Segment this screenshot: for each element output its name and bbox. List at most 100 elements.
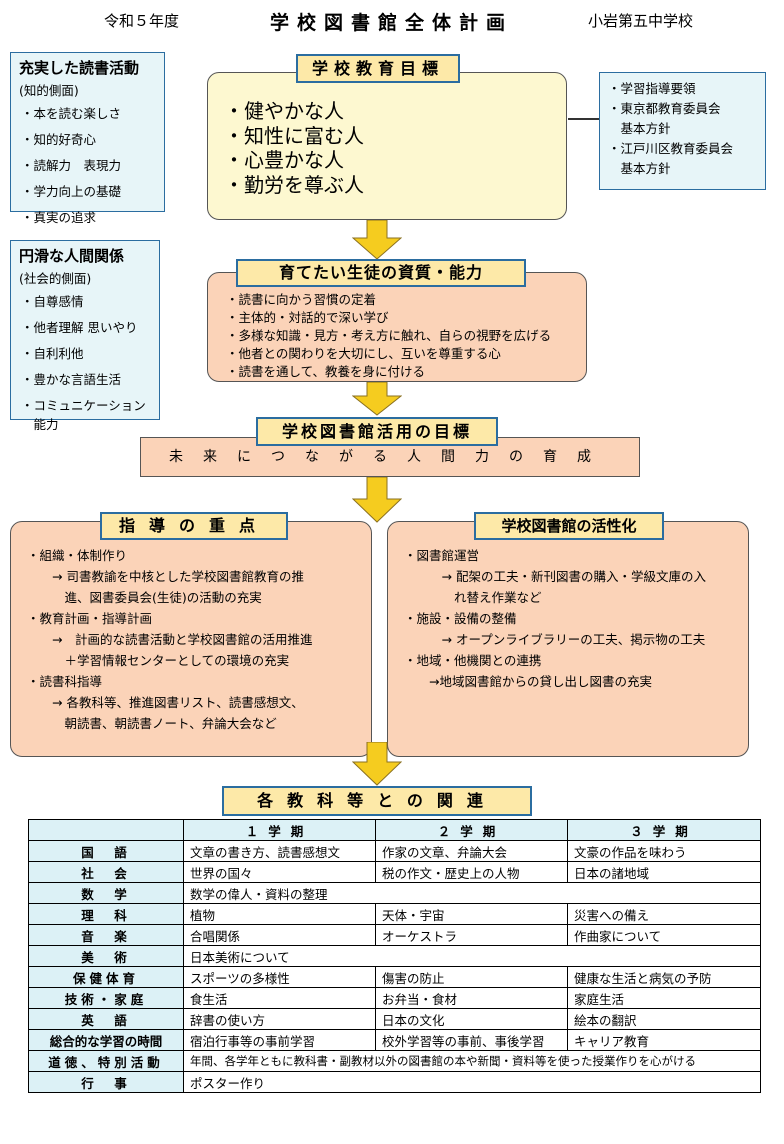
table-cell: スポーツの多様性 <box>183 966 376 988</box>
guidance-box: ・組織・体制作り → 司書教諭を中核とした学校図書館教育の推 進、図書委員会(生… <box>10 521 372 757</box>
table-cell: お弁当・食材 <box>375 987 568 1009</box>
table-cell: 健康な生活と病気の予防 <box>567 966 761 988</box>
list-item: ・読解力 表現力 <box>21 158 122 173</box>
table-cell: 家庭生活 <box>567 987 761 1009</box>
table-cell: 日本の諸地域 <box>567 861 761 883</box>
table-cell: 植物 <box>183 903 376 925</box>
guidance-line: → 司書教諭を中核とした学校図書館教育の推 <box>27 569 304 584</box>
table-corner <box>28 819 184 841</box>
table-row: 国 語文章の書き方、読書感想文作家の文章、弁論大会文豪の作品を味わう <box>28 840 761 862</box>
activation-label: 学校図書館の活性化 <box>474 512 664 540</box>
list-item: ・自尊感情 <box>21 294 84 309</box>
list-item: ・多様な知識・見方・考え方に触れ、自らの視野を広げる <box>226 328 552 343</box>
subject-cell: 国 語 <box>28 840 184 862</box>
table-cell: 宿泊行事等の事前学習 <box>183 1029 376 1051</box>
term-header: ３学期 <box>567 819 761 841</box>
guidance-line: → 計画的な読書活動と学校図書館の活用推進 <box>27 632 313 647</box>
relationships-title: 円滑な人間関係 <box>19 247 125 265</box>
guidance-line: ＋学習情報センターとしての環境の充実 <box>27 653 290 668</box>
list-item: ・読書を通して、教養を身に付ける <box>226 364 426 379</box>
list-item: ・本を読む楽しさ <box>21 106 122 121</box>
table-row: 道徳、特別活動年間、各学年ともに教科書・副教材以外の図書館の本や新聞・資料等を使… <box>28 1050 761 1072</box>
subject-cell: 総合的な学習の時間 <box>28 1029 184 1051</box>
library-goal-label: 学校図書館活用の目標 <box>256 417 498 446</box>
activation-line: ・図書館運営 <box>404 548 480 563</box>
relationships-box: 円滑な人間関係 (社会的側面) ・自尊感情 ・他者理解 思いやり ・自利利他 ・… <box>10 240 160 432</box>
table-row: 行 事ポスター作り <box>28 1071 761 1093</box>
table-cell: 災害への備え <box>567 903 761 925</box>
relationships-subtitle: (社会的側面) <box>19 271 92 286</box>
guidance-line: 朝読書、朝読書ノート、弁論大会など <box>27 716 277 731</box>
guidance-line: → 各教科等、推進図書リスト、読書感想文、 <box>27 695 304 710</box>
list-item: ・真実の追求 <box>21 210 97 225</box>
list-item: ・知的好奇心 <box>21 132 97 147</box>
list-item: 能力 <box>21 417 59 432</box>
subject-cell: 技術・家庭 <box>28 987 184 1009</box>
table-cell: 文豪の作品を味わう <box>567 840 761 862</box>
down-arrow-icon <box>352 477 402 523</box>
guidance-label: 指導の重点 <box>100 512 288 540</box>
down-arrow-icon <box>352 220 402 260</box>
table-cell: 校外学習等の事前、事後学習 <box>375 1029 568 1051</box>
table-row: 保健体育スポーツの多様性傷害の防止健康な生活と病気の予防 <box>28 966 761 988</box>
relations-label: 各教科等との関連 <box>222 786 532 816</box>
list-item: ・他者との関わりを大切にし、互いを尊重する心 <box>226 346 501 361</box>
qualities-label: 育てたい生徒の資質・能力 <box>236 259 526 287</box>
list-item: ・学習指導要領 <box>608 81 696 96</box>
table-row: 技術・家庭食生活お弁当・食材家庭生活 <box>28 987 761 1009</box>
table-cell: 世界の国々 <box>183 861 376 883</box>
subject-cell: 保健体育 <box>28 966 184 988</box>
table-cell: 年間、各学年ともに教科書・副教材以外の図書館の本や新聞・資料等を使った授業作りを… <box>183 1050 761 1072</box>
list-item: ・コミュニケーション <box>21 398 146 413</box>
term-header: ２学期 <box>375 819 568 841</box>
table-cell: 絵本の翻訳 <box>567 1008 761 1030</box>
activation-line: ・地域・他機関との連携 <box>404 653 542 668</box>
list-item: ・学力向上の基礎 <box>21 184 122 199</box>
list-item: ・東京都教育委員会 <box>608 101 721 116</box>
table-cell: 傷害の防止 <box>375 966 568 988</box>
guidance-line: ・読書科指導 <box>27 674 103 689</box>
table-cell: 合唱関係 <box>183 924 376 946</box>
list-item: ・自利利他 <box>21 346 84 361</box>
subject-cell: 社 会 <box>28 861 184 883</box>
guidance-line: ・教育計画・指導計画 <box>27 611 153 626</box>
list-item: ・知性に富む人 <box>224 123 364 148</box>
list-item: ・勤労を尊ぶ人 <box>224 172 364 197</box>
guidance-line: ・組織・体制作り <box>27 548 128 563</box>
year-label: 令和５年度 <box>104 12 180 30</box>
qualities-list: ・読書に向かう習慣の定着 ・主体的・対話的で深い学び ・多様な知識・見方・考え方… <box>226 291 586 381</box>
table-cell: 天体・宇宙 <box>375 903 568 925</box>
policy-list: ・学習指導要領 ・東京都教育委員会 基本方針 ・江戸川区教育委員会 基本方針 <box>608 79 757 179</box>
policy-box: ・学習指導要領 ・東京都教育委員会 基本方針 ・江戸川区教育委員会 基本方針 <box>599 72 766 190</box>
guidance-line: 進、図書委員会(生徒)の活動の充実 <box>27 590 262 605</box>
reading-activity-list: ・本を読む楽しさ ・知的好奇心 ・読解力 表現力 ・学力向上の基礎 ・真実の追求 <box>19 103 156 226</box>
school-goal-box: ・健やかな人 ・知性に富む人 ・心豊かな人 ・勤労を尊ぶ人 <box>207 72 567 220</box>
table-cell: ポスター作り <box>183 1071 761 1093</box>
list-item: ・江戸川区教育委員会 <box>608 141 734 156</box>
table-cell: 税の作文・歴史上の人物 <box>375 861 568 883</box>
reading-activity-title: 充実した読書活動 <box>19 59 140 77</box>
list-item: ・豊かな言語生活 <box>21 372 122 387</box>
activation-line: れ替え作業など <box>404 590 542 605</box>
list-item: ・他者理解 思いやり <box>21 320 138 335</box>
subject-cell: 数 学 <box>28 882 184 904</box>
relations-table-body: 国 語文章の書き方、読書感想文作家の文章、弁論大会文豪の作品を味わう社 会世界の… <box>28 840 761 1093</box>
school-goal-label: 学校教育目標 <box>296 54 460 83</box>
relationships-list: ・自尊感情 ・他者理解 思いやり ・自利利他 ・豊かな言語生活 ・コミュニケーシ… <box>19 291 151 433</box>
table-cell: 食生活 <box>183 987 376 1009</box>
table-header-row: １学期 ２学期 ３学期 <box>28 819 761 841</box>
subject-cell: 道徳、特別活動 <box>28 1050 184 1072</box>
relations-table: １学期 ２学期 ３学期 国 語文章の書き方、読書感想文作家の文章、弁論大会文豪の… <box>28 819 761 1093</box>
library-goal-box: 未来につながる人間力の育成 <box>140 437 640 477</box>
down-arrow-icon <box>352 382 402 416</box>
list-item: 基本方針 <box>608 121 671 136</box>
table-cell: オーケストラ <box>375 924 568 946</box>
activation-line: →地域図書館からの貸し出し図書の充実 <box>404 674 652 689</box>
subject-cell: 音 楽 <box>28 924 184 946</box>
activation-line: → オープンライブラリーの工夫、掲示物の工夫 <box>404 632 706 647</box>
list-item: ・読書に向かう習慣の定着 <box>226 292 377 307</box>
activation-line: → 配架の工夫・新刊図書の購入・学級文庫の入 <box>404 569 706 584</box>
table-row: 音 楽合唱関係オーケストラ作曲家について <box>28 924 761 946</box>
table-row: 理 科植物天体・宇宙災害への備え <box>28 903 761 925</box>
table-row: 英 語辞書の使い方日本の文化絵本の翻訳 <box>28 1008 761 1030</box>
